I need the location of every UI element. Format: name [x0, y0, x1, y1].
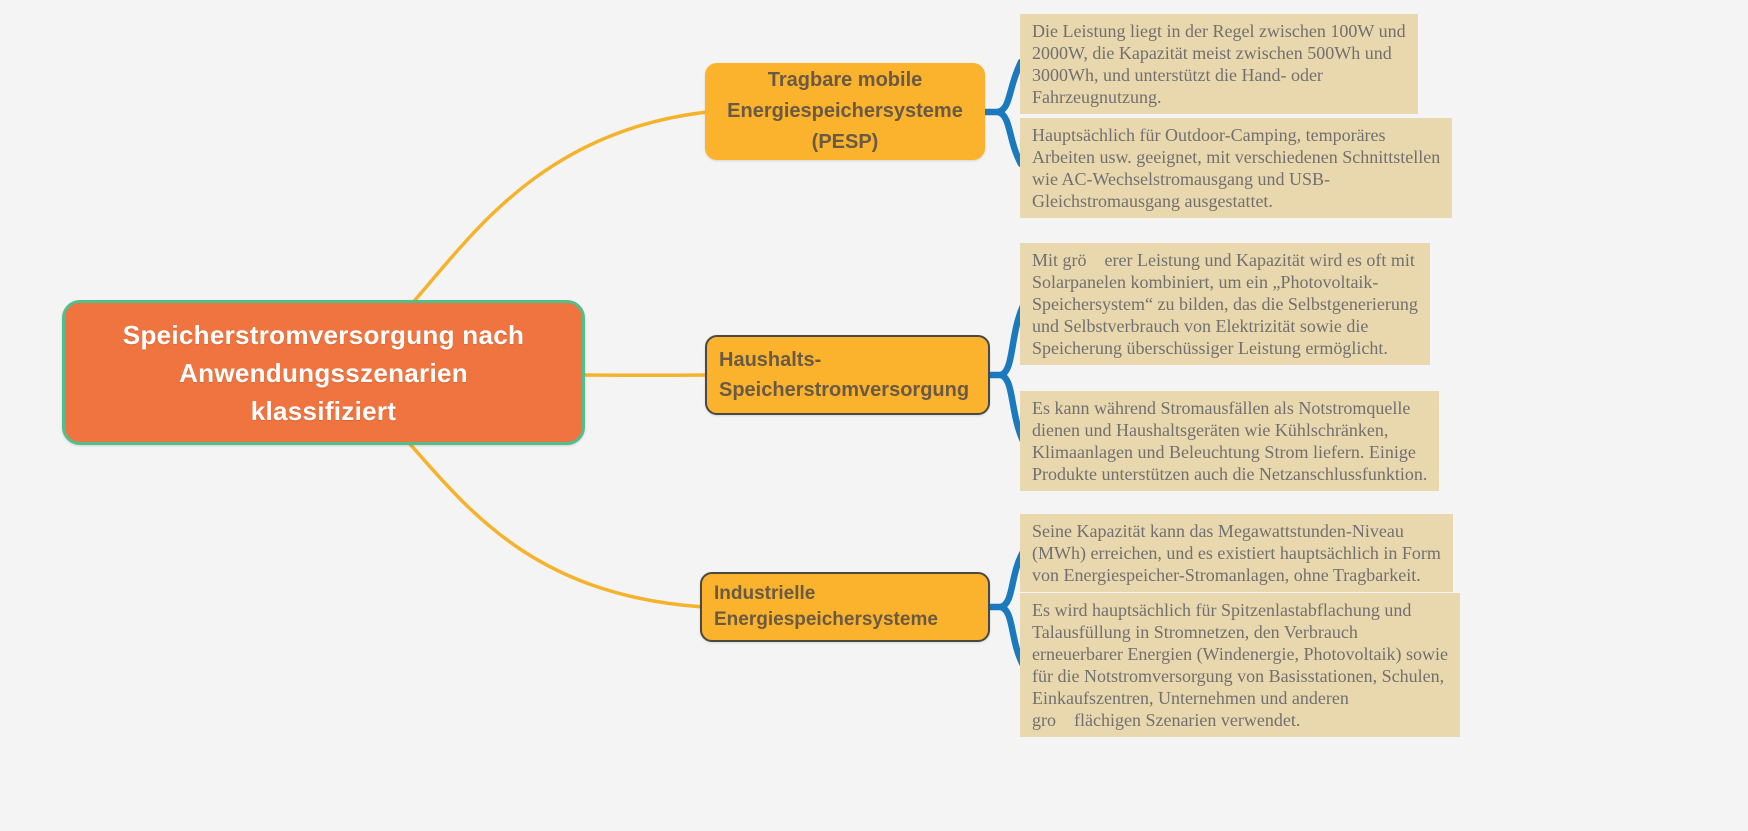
- leaf-note-haushalt-2[interactable]: Es kann während Stromausfällen als Notst…: [1020, 391, 1440, 491]
- leaf-note-text: Es kann während Stromausfällen als Notst…: [1032, 398, 1428, 484]
- edge-fork-industrie: [986, 548, 1027, 669]
- root-node-label: Speicherstromversorgung nach Anwendungss…: [122, 319, 525, 426]
- branch-node-industrie[interactable]: Industrielle Energiespeichersysteme: [700, 572, 990, 642]
- root-node[interactable]: Speicherstromversorgung nach Anwendungss…: [62, 300, 585, 445]
- edge-fork-haushalt: [986, 302, 1027, 445]
- branch-node-label: Tragbare mobile Energiespeichersysteme (…: [727, 69, 963, 153]
- leaf-note-text: Es wird hauptsächlich für Spitzenlastabf…: [1032, 600, 1448, 730]
- branch-node-label: Industrielle Energiespeichersysteme: [714, 583, 938, 630]
- branch-node-label: Haushalts- Speicherstromversorgung: [719, 349, 970, 401]
- edge-fork-pesp: [981, 58, 1025, 168]
- branch-node-pesp[interactable]: Tragbare mobile Energiespeichersysteme (…: [705, 63, 985, 160]
- leaf-note-text: Seine Kapazität kann das Megawattstunden…: [1032, 521, 1441, 585]
- leaf-note-pesp-1[interactable]: Die Leistung liegt in der Regel zwischen…: [1020, 14, 1418, 114]
- leaf-note-text: Die Leistung liegt in der Regel zwischen…: [1032, 21, 1406, 107]
- leaf-note-industrie-1[interactable]: Seine Kapazität kann das Megawattstunden…: [1020, 514, 1453, 592]
- leaf-note-pesp-2[interactable]: Hauptsächlich für Outdoor-Camping, tempo…: [1020, 118, 1453, 218]
- branch-node-haushalt[interactable]: Haushalts- Speicherstromversorgung: [705, 335, 990, 415]
- leaf-note-text: Hauptsächlich für Outdoor-Camping, tempo…: [1032, 125, 1441, 211]
- leaf-note-text: Mit grö erer Leistung und Kapazität wird…: [1032, 250, 1418, 358]
- leaf-note-industrie-2[interactable]: Es wird hauptsächlich für Spitzenlastabf…: [1020, 593, 1460, 737]
- leaf-note-haushalt-1[interactable]: Mit grö erer Leistung und Kapazität wird…: [1020, 243, 1430, 365]
